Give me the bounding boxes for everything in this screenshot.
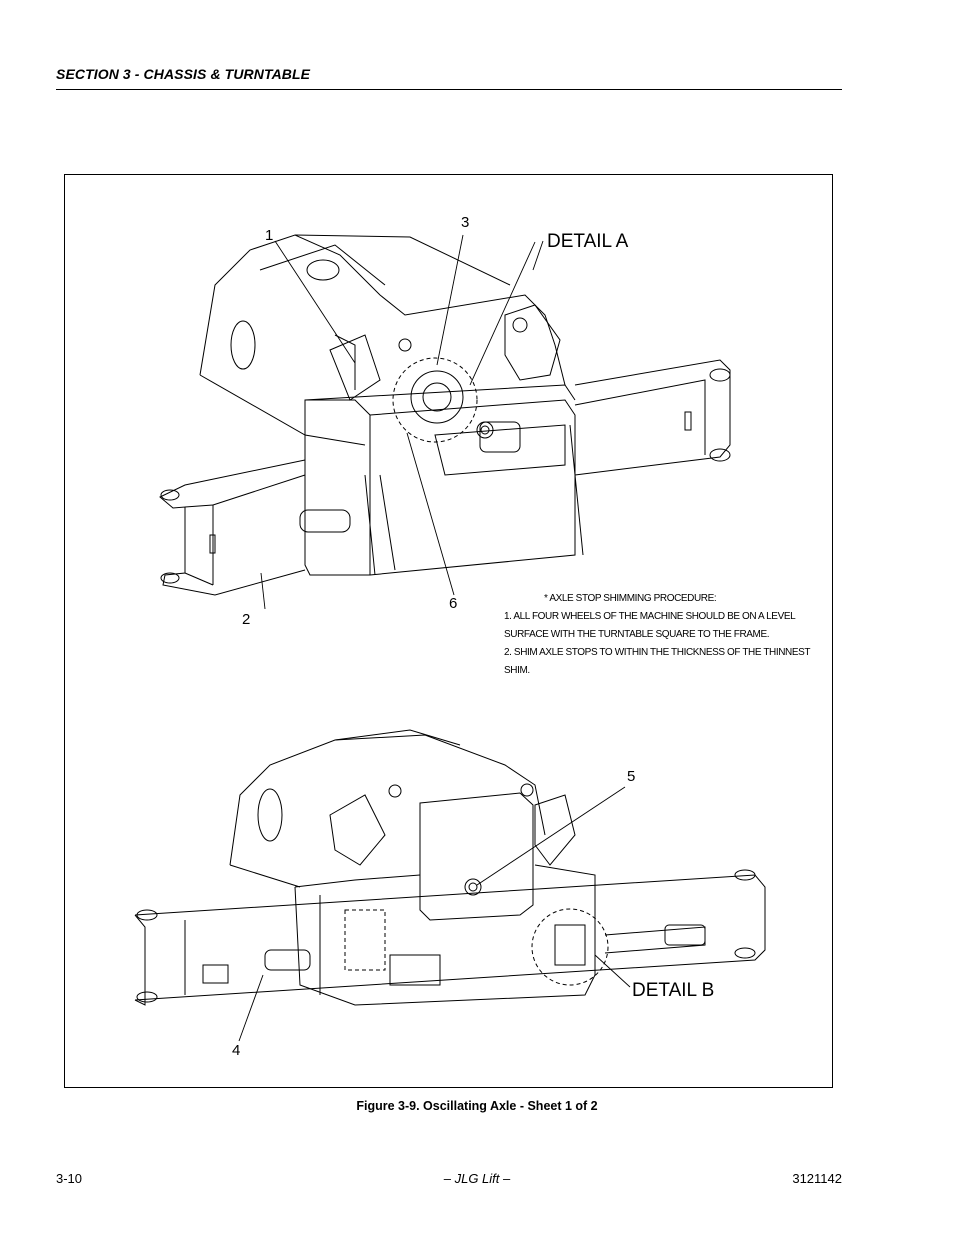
note-step-2: 2. SHIM AXLE STOPS TO WITHIN THE THICKNE… [504,647,811,658]
oscillating-axle-illustration [134,234,766,1042]
detail-b-label: DETAIL B [632,980,715,1001]
page-number: 3-10 [56,1171,83,1186]
callout-1: 1 [265,227,274,244]
upper-leader-lines [260,234,536,610]
header-divider [56,89,842,90]
figure-caption: Figure 3-9. Oscillating Axle - Sheet 1 o… [356,1099,598,1113]
note-step-2-cont: SHIM. [504,665,530,676]
callout-5: 5 [627,768,636,785]
lower-leader-lines [238,240,631,1042]
section-title: SECTION 3 - CHASSIS & TURNTABLE [56,66,311,82]
note-title: * AXLE STOP SHIMMING PROCEDURE: [544,593,717,604]
callout-2: 2 [242,611,251,628]
lower-view-drawing [134,729,766,1006]
document-number: 3121142 [792,1171,842,1186]
footer-publisher: – JLG Lift – [443,1171,511,1186]
shimming-procedure-note: * AXLE STOP SHIMMING PROCEDURE: 1. ALL F… [504,590,811,680]
callout-3: 3 [461,214,470,231]
upper-view-drawing [159,234,731,596]
note-step-1: 1. ALL FOUR WHEELS OF THE MACHINE SHOULD… [504,611,796,622]
callout-6: 6 [449,595,458,612]
detail-a-label: DETAIL A [547,231,629,252]
figure-frame: 1 3 2 6 5 4 DETAIL A DETAIL B [64,174,833,1088]
callout-4: 4 [232,1042,241,1059]
note-step-1-cont: SURFACE WITH THE TURNTABLE SQUARE TO THE… [504,629,770,640]
